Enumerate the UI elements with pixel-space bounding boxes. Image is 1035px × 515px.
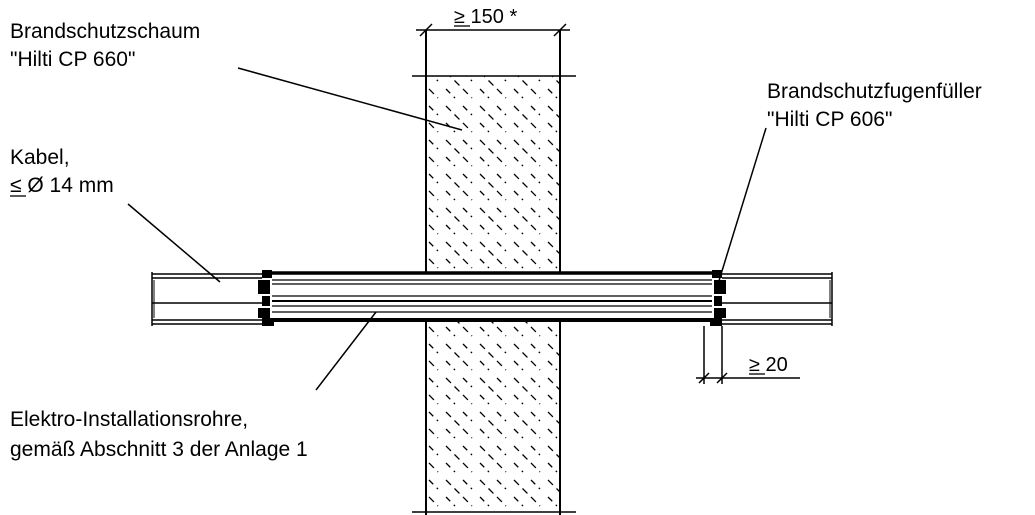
wall-upper — [412, 30, 576, 272]
filler-leader — [717, 127, 767, 285]
cable-leader — [127, 203, 221, 283]
conduit-bundle — [262, 271, 722, 322]
cable-label-line1: Kabel, — [10, 146, 70, 169]
filler-width-dimension — [696, 326, 800, 384]
sealant-left — [258, 270, 274, 326]
cable-label-line2: ≤ Ø 14 mm — [10, 174, 114, 197]
leader-lines — [127, 67, 767, 391]
wall-lower — [412, 322, 576, 515]
pipes-label-line2: gemäß Abschnitt 3 der Anlage 1 — [10, 438, 308, 461]
filler-label-line2: "Hilti CP 606" — [767, 108, 892, 131]
cable-bundle-left — [151, 272, 262, 326]
wall-thickness-label: ≥ 150 * — [454, 6, 517, 28]
sealant-right — [710, 270, 726, 326]
filler-width-label: ≥ 20 — [749, 354, 788, 376]
wall-thickness-dimension: ≥ 150 * — [416, 6, 570, 37]
foam-label-line2: "Hilti CP 660" — [10, 48, 135, 71]
pipes-leader — [315, 311, 377, 391]
foam-leader — [237, 67, 463, 131]
cable-bundle-right — [722, 272, 833, 326]
pipes-label-line1: Elektro-Installationsrohre, — [10, 408, 248, 431]
foam-label-line1: Brandschutzschaum — [10, 20, 200, 43]
filler-label-line1: Brandschutzfugenfüller — [767, 80, 982, 103]
